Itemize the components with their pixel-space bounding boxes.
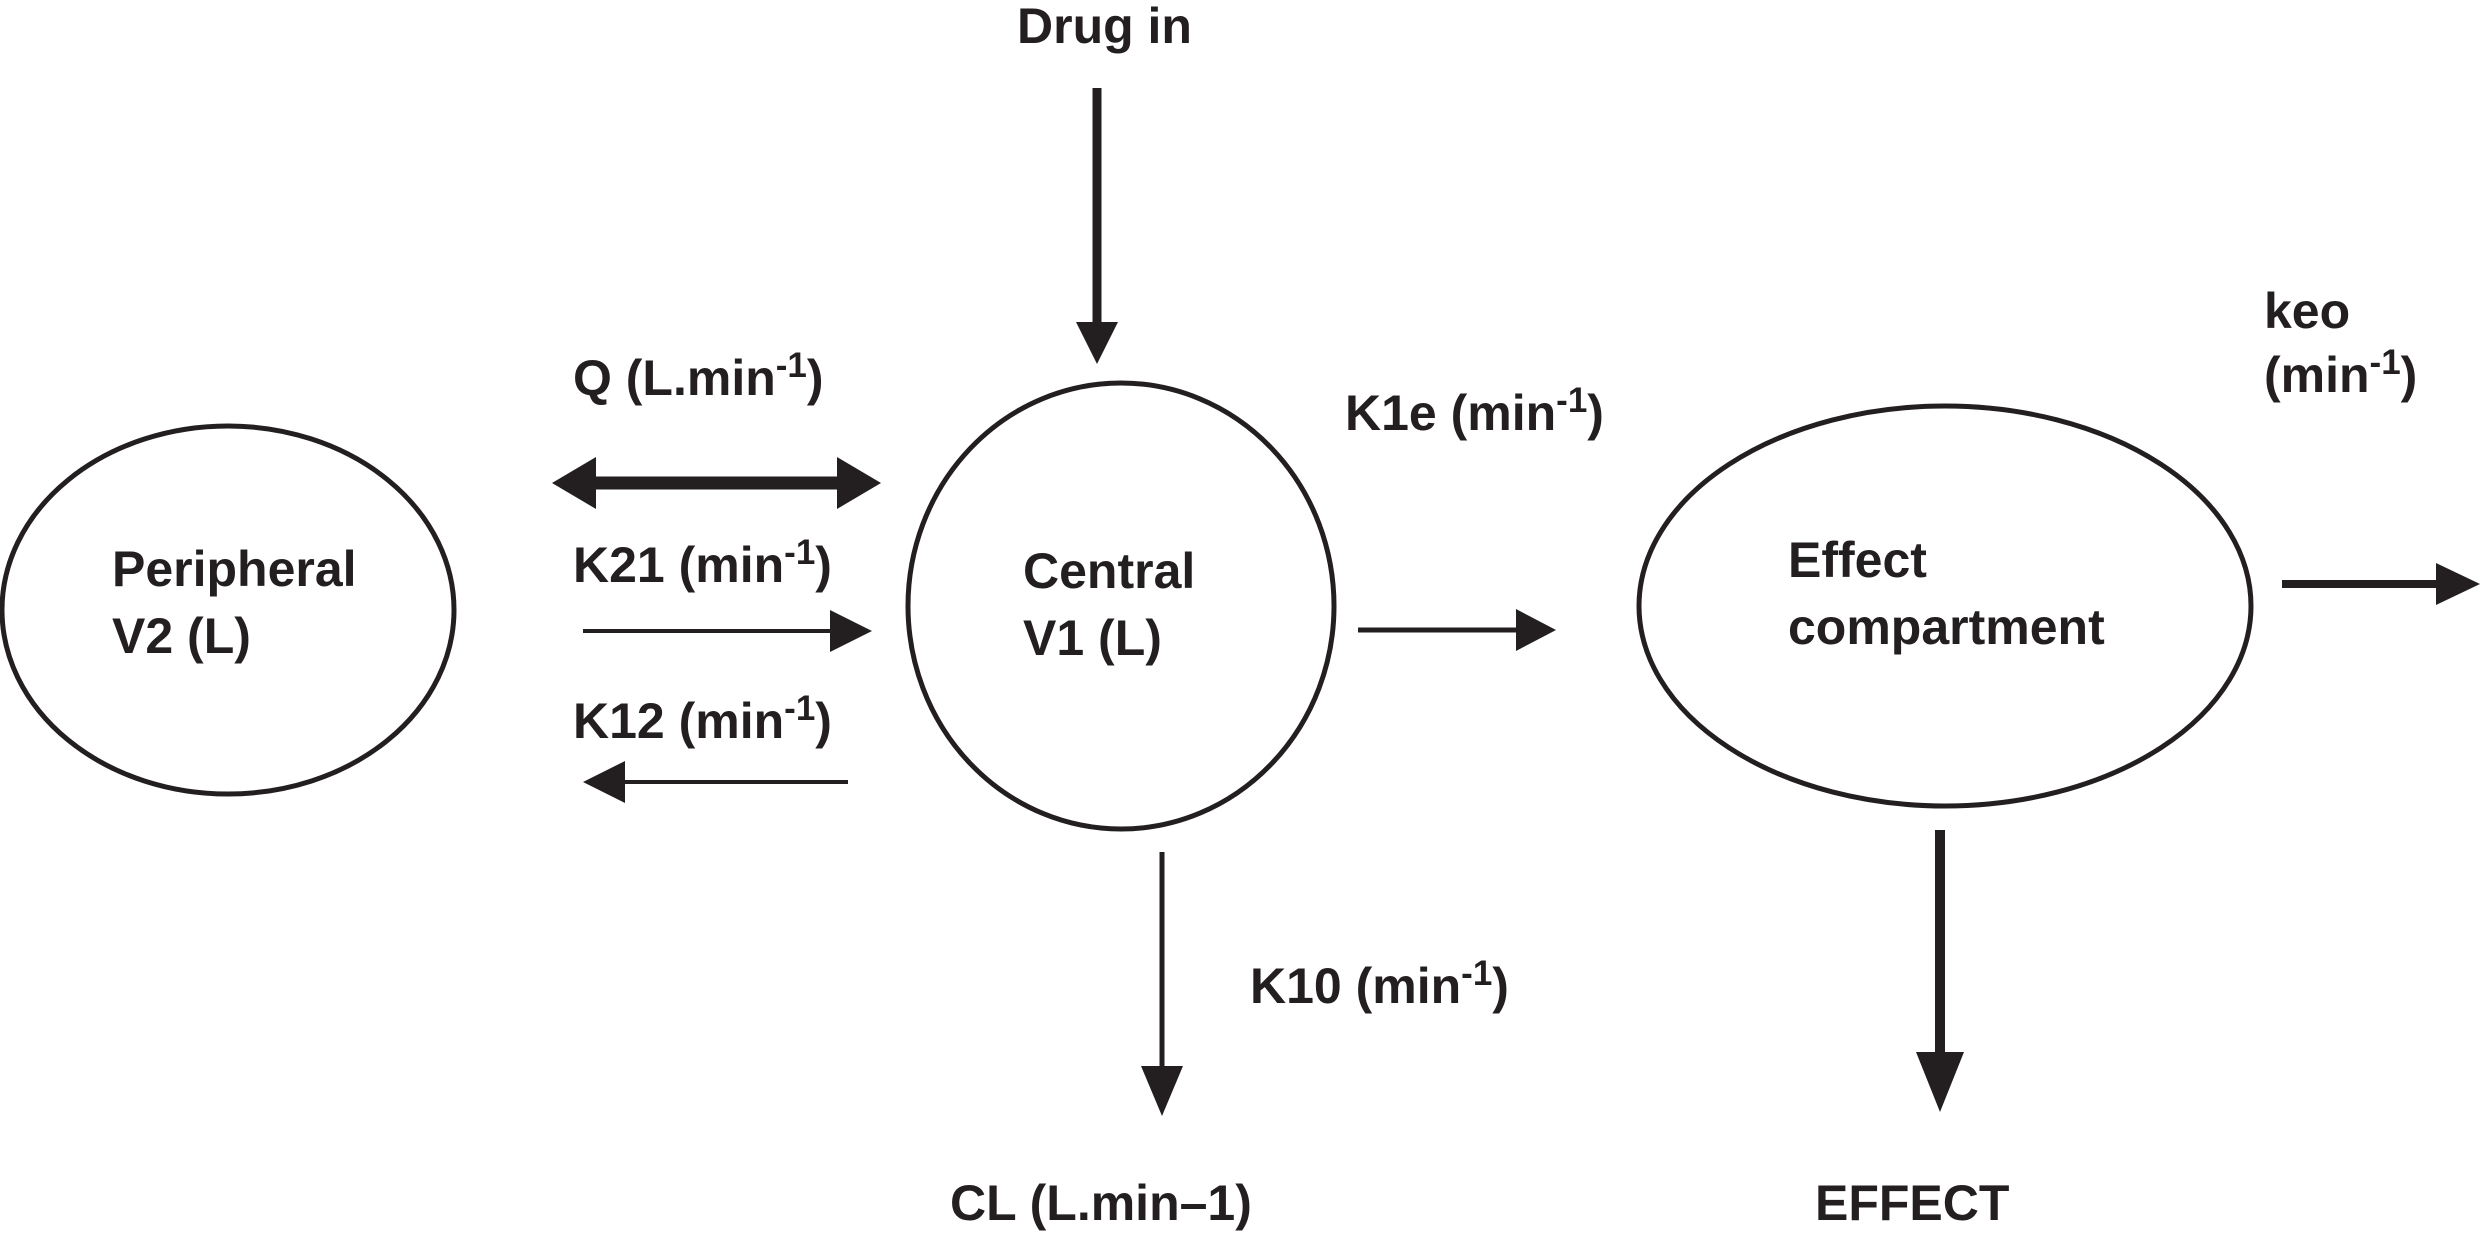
k10-elimination-arrow: [1141, 852, 1183, 1116]
central-label-line2: V1 (L): [1023, 610, 1162, 666]
k1e-rate-base: K1e (min: [1345, 385, 1557, 441]
k12-rate-close: ): [815, 693, 832, 749]
keo-rate-superscript: -1: [2369, 342, 2401, 382]
k10-rate-superscript: -1: [1461, 953, 1493, 993]
effect-compartment-label: Effect compartment: [1788, 527, 2105, 661]
peripheral-compartment-ellipse: [0, 423, 457, 797]
drug-in-arrowhead-icon: [1076, 322, 1118, 364]
k21-rate-base: K21 (min: [573, 537, 785, 593]
k10-rate-close: ): [1492, 958, 1509, 1014]
k10-rate-label: K10 (min-1): [1250, 954, 1509, 1024]
cl-clearance-label: CL (L.min–1): [950, 1175, 1252, 1231]
keo-arrowhead-icon: [2436, 563, 2480, 605]
keo-rate-line2: (min-1): [2264, 343, 2417, 413]
central-label-line1: Central: [1023, 543, 1196, 599]
peripheral-compartment-label: Peripheral V2 (L): [112, 536, 357, 670]
keo-rate-label: keo (min-1): [2264, 279, 2417, 413]
keo-arrow: [2282, 563, 2480, 605]
effect-label-line1: Effect: [1788, 532, 1927, 588]
q-rate-label: Q (L.min-1): [573, 346, 824, 416]
q-rate-base: Q (L.min: [573, 350, 776, 406]
k1e-arrow: [1358, 609, 1556, 651]
k21-rate-superscript: -1: [784, 532, 816, 572]
k12-rate-superscript: -1: [784, 688, 816, 728]
peripheral-label-line1: Peripheral: [112, 541, 357, 597]
effect-output-label: EFFECT: [1815, 1175, 2010, 1231]
effect-arrowhead-icon: [1916, 1052, 1964, 1112]
k1e-arrowhead-icon: [1516, 609, 1556, 651]
q-exchange-double-arrow: [552, 457, 881, 509]
k1e-rate-superscript: -1: [1556, 380, 1588, 420]
k1e-rate-close: ): [1587, 385, 1604, 441]
keo-rate-close: ): [2400, 347, 2418, 403]
central-compartment-label: Central V1 (L): [1023, 538, 1195, 672]
k10-arrowhead-icon: [1141, 1066, 1183, 1116]
k10-rate-base: K10 (min: [1250, 958, 1462, 1014]
k1e-rate-label: K1e (min-1): [1345, 381, 1604, 451]
k12-rate-label: K12 (min-1): [573, 689, 832, 759]
k21-rate-close: ): [815, 537, 832, 593]
peripheral-label-line2: V2 (L): [112, 608, 251, 664]
k12-rate-base: K12 (min: [573, 693, 785, 749]
k12-arrowhead-icon: [583, 761, 625, 803]
k12-arrow: [583, 761, 848, 803]
drug-in-label: Drug in: [1017, 0, 1192, 54]
drug-in-arrow: [1076, 88, 1118, 364]
keo-rate-base: (min: [2264, 347, 2370, 403]
q-arrowhead-right-icon: [837, 457, 881, 509]
keo-rate-line1: keo: [2264, 283, 2351, 339]
effect-compartment-ellipse: [1636, 403, 2254, 809]
q-arrowhead-left-icon: [552, 457, 596, 509]
k21-arrow: [583, 610, 872, 652]
effect-output-arrow: [1916, 830, 1964, 1112]
central-compartment-ellipse: [905, 380, 1337, 832]
q-rate-superscript: -1: [775, 345, 807, 385]
k21-rate-label: K21 (min-1): [573, 533, 832, 603]
effect-label-line2: compartment: [1788, 599, 2105, 655]
k21-arrowhead-icon: [830, 610, 872, 652]
q-rate-close: ): [806, 350, 824, 406]
